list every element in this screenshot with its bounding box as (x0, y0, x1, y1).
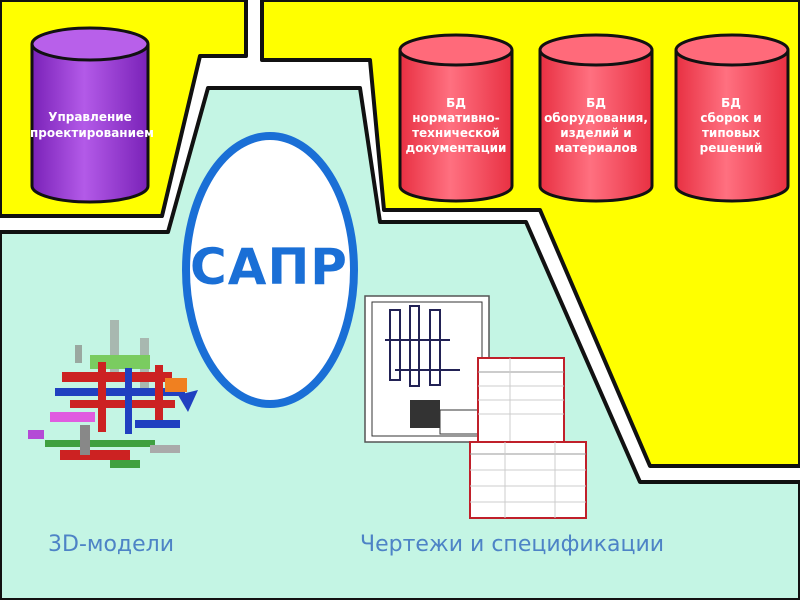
label-line: БД (446, 96, 466, 110)
label-line: оборудования, (544, 111, 648, 125)
label-line: документации (405, 141, 507, 155)
specification-sheet-icon (469, 357, 587, 519)
label-line: БД (586, 96, 606, 110)
db-normative-label: БД нормативно- технической документации (400, 96, 512, 156)
technical-drawing-icon (364, 295, 490, 443)
db-cylinder-assemblies (674, 33, 790, 203)
cad-circle (182, 132, 358, 408)
db-cylinder-equipment (538, 33, 654, 203)
cad-center-label: САПР (190, 238, 348, 296)
label-line: Управление (48, 110, 132, 124)
label-line: материалов (554, 141, 638, 155)
management-db-label: Управление проектированием (30, 110, 154, 141)
label-line: БД (721, 96, 741, 110)
databases-region (260, 0, 800, 468)
caption-drawings: Чертежи и спецификации (360, 532, 665, 557)
db-assemblies-label: БД сборок и типовых решений (675, 96, 787, 156)
label-line: проектированием (30, 125, 154, 140)
label-line: сборок и (700, 111, 762, 125)
caption-3d-models: 3D-модели (48, 532, 175, 557)
label-line: решений (699, 141, 763, 155)
label-line: изделий и (560, 126, 632, 140)
label-line: технической (412, 126, 500, 140)
3d-plant-model-icon (28, 320, 198, 468)
management-db-cylinder (30, 26, 150, 204)
label-line: нормативно- (412, 111, 500, 125)
db-cylinder-normative (398, 33, 514, 203)
db-equipment-label: БД оборудования, изделий и материалов (540, 96, 652, 156)
label-line: типовых (701, 126, 761, 140)
